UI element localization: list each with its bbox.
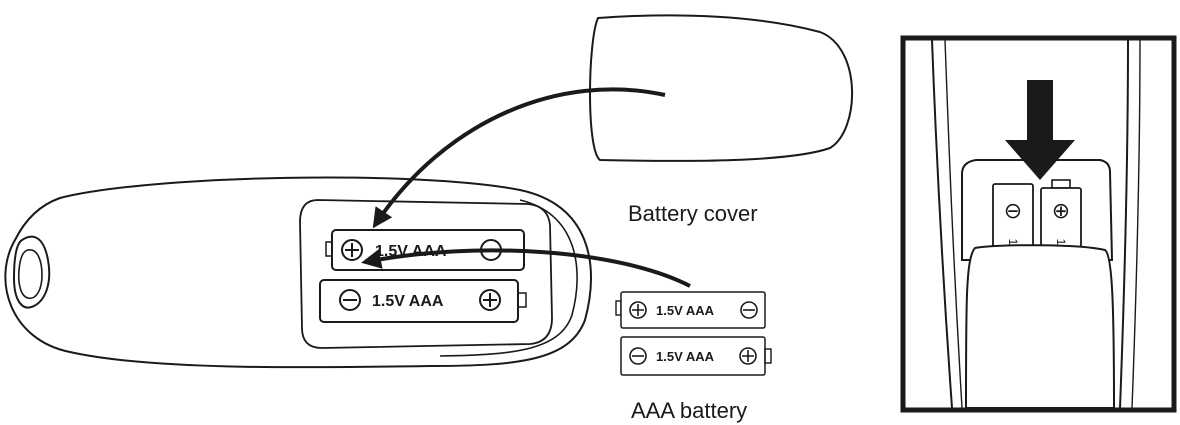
inset-cover	[964, 244, 1116, 409]
inset-battery-right: ⊕ 1	[1040, 179, 1082, 251]
inset-closeup: ⊖ 1 ⊕ 1	[900, 35, 1177, 413]
loose-battery-top: 1.5V AAA	[615, 291, 766, 329]
minus-terminal-icon: ⊖	[1004, 198, 1022, 223]
minus-terminal-icon	[339, 289, 361, 311]
loose-battery-bottom: 1.5V AAA	[620, 336, 772, 376]
polarity-mark: 1	[1006, 239, 1020, 246]
battery-cover-label: Battery cover	[628, 201, 758, 226]
battery-spec-label: 1.5V AAA	[656, 303, 715, 318]
plus-terminal-icon: ⊕	[1052, 198, 1070, 223]
battery-spec-label: 1.5V AAA	[372, 293, 444, 310]
cover-arrow	[372, 87, 666, 229]
minus-terminal-icon	[740, 301, 758, 319]
remote-body	[4, 176, 592, 369]
remote-end-button	[12, 235, 51, 309]
battery-compartment	[299, 199, 553, 349]
minus-terminal-icon	[629, 347, 647, 365]
battery-spec-label: 1.5V AAA	[656, 349, 715, 364]
down-arrow-icon	[1005, 80, 1075, 180]
plus-terminal-icon	[739, 347, 757, 365]
polarity-mark: 1	[1054, 239, 1068, 246]
installed-battery-bottom: 1.5V AAA	[319, 279, 527, 323]
battery-arrow	[361, 248, 691, 288]
inset-battery-left: ⊖ 1	[992, 183, 1034, 251]
aaa-battery-label: AAA battery	[631, 398, 747, 423]
battery-cover	[589, 14, 854, 162]
plus-terminal-icon	[479, 289, 501, 311]
plus-terminal-icon	[629, 301, 647, 319]
